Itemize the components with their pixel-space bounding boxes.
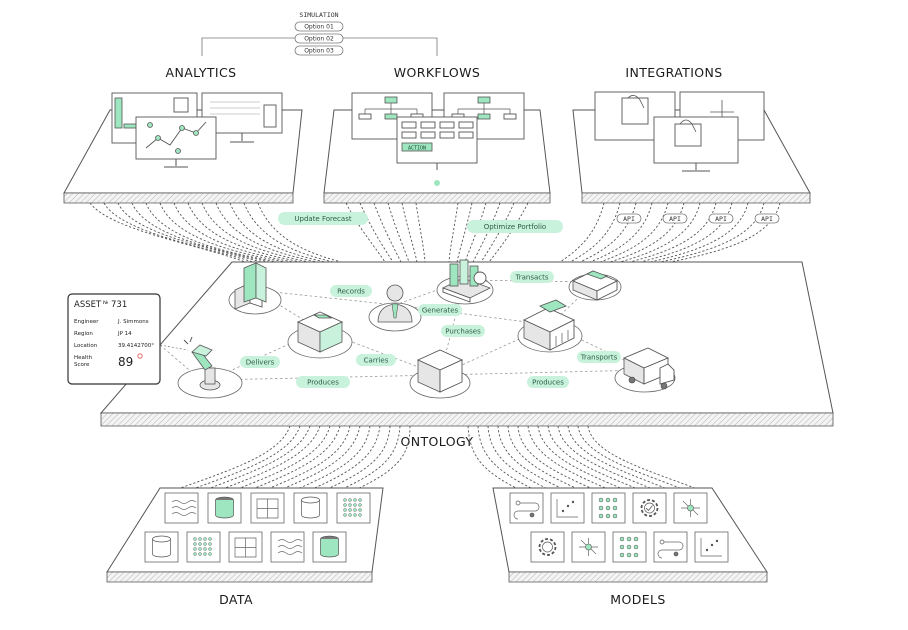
workflow-action-label: ACTION bbox=[408, 146, 426, 152]
svg-text:API: API bbox=[623, 215, 635, 223]
relation-produces-1[interactable]: Produces bbox=[296, 376, 350, 388]
model-tile-scatter-1[interactable] bbox=[550, 492, 585, 524]
robot-arm-icon bbox=[183, 336, 221, 391]
integrations-title: INTEGRATIONS bbox=[625, 65, 722, 80]
relation-delivers[interactable]: Delivers bbox=[240, 356, 280, 368]
model-tile-network-2[interactable] bbox=[612, 531, 647, 563]
asset-card[interactable]: ASSET № 731 Engineer J. Simmons Region J… bbox=[67, 293, 189, 385]
asset-number-prefix: № bbox=[103, 300, 109, 306]
wires-top bbox=[89, 202, 781, 263]
api-pill-3[interactable]: API bbox=[708, 213, 734, 224]
data-tile-cylinder-2[interactable] bbox=[144, 531, 179, 563]
asset-engineer-value: J. Simmons bbox=[117, 319, 149, 325]
data-tile-cylinder-1[interactable] bbox=[293, 492, 328, 524]
building-icon bbox=[234, 262, 267, 310]
update-forecast-tag[interactable]: Update Forecast bbox=[278, 212, 368, 225]
health-score-value: 89 bbox=[118, 355, 133, 369]
workflow-indicator-dot bbox=[434, 180, 440, 186]
asset-location-value: 39.4142700° bbox=[118, 343, 154, 349]
asset-card-pointer bbox=[159, 344, 189, 351]
svg-text:Produces: Produces bbox=[532, 379, 564, 387]
data-tile-waves-1[interactable] bbox=[164, 492, 199, 524]
svg-text:Delivers: Delivers bbox=[246, 359, 275, 367]
svg-text:Option 02: Option 02 bbox=[304, 36, 334, 43]
package-icon bbox=[416, 349, 464, 393]
data-tile-waves-2[interactable] bbox=[270, 531, 305, 563]
svg-text:API: API bbox=[761, 215, 773, 223]
data-title: DATA bbox=[219, 592, 253, 607]
svg-text:Option 01: Option 01 bbox=[304, 24, 334, 31]
health-label-line1: Health bbox=[74, 355, 93, 361]
ontology-title: ONTOLOGY bbox=[401, 434, 474, 449]
asset-location-label: Location bbox=[74, 343, 98, 349]
model-tile-pipeline-1[interactable] bbox=[509, 492, 544, 524]
svg-text:Records: Records bbox=[337, 288, 365, 296]
simulation-option-1[interactable]: Option 01 bbox=[294, 21, 344, 32]
workflows-monitors: ACTION bbox=[351, 92, 525, 186]
svg-text:Purchases: Purchases bbox=[445, 328, 481, 336]
data-tile-database-1[interactable] bbox=[207, 492, 242, 524]
svg-text:Optimize Portfolio: Optimize Portfolio bbox=[484, 223, 546, 231]
relation-transacts[interactable]: Transacts bbox=[510, 271, 554, 283]
model-tile-gear-1[interactable] bbox=[632, 492, 667, 524]
asset-title: ASSET bbox=[74, 300, 102, 310]
svg-text:Update Forecast: Update Forecast bbox=[294, 215, 351, 223]
relation-carries[interactable]: Carries bbox=[356, 354, 396, 366]
asset-region-label: Region bbox=[74, 331, 93, 337]
svg-text:Carries: Carries bbox=[364, 357, 389, 365]
model-tile-network-1[interactable] bbox=[591, 492, 626, 524]
relation-purchases[interactable]: Purchases bbox=[441, 325, 485, 337]
svg-text:Produces: Produces bbox=[307, 379, 339, 387]
simulation-group: SIMULATION Option 01 Option 02 Option 03 bbox=[201, 11, 438, 56]
person-icon bbox=[377, 284, 413, 323]
optimize-portfolio-tag[interactable]: Optimize Portfolio bbox=[467, 220, 563, 233]
data-tile-grid-2[interactable] bbox=[228, 531, 263, 563]
relation-transports[interactable]: Transports bbox=[577, 351, 621, 363]
api-pill-2[interactable]: API bbox=[662, 213, 688, 224]
wires-bottom bbox=[174, 425, 701, 491]
crate-icon bbox=[296, 311, 344, 353]
simulation-label: SIMULATION bbox=[299, 11, 338, 19]
data-tile-grid-1[interactable] bbox=[250, 492, 285, 524]
model-tile-hub-2[interactable] bbox=[571, 531, 606, 563]
asset-number: 731 bbox=[111, 300, 127, 310]
svg-text:Option 03: Option 03 bbox=[304, 48, 334, 55]
data-tile-dotmatrix-2[interactable] bbox=[186, 531, 221, 563]
model-tile-hub-1[interactable] bbox=[673, 492, 708, 524]
model-tile-pipeline-2[interactable] bbox=[653, 531, 688, 563]
api-pill-1[interactable]: API bbox=[616, 213, 642, 224]
truck-icon bbox=[622, 347, 675, 390]
svg-text:API: API bbox=[715, 215, 727, 223]
factory-tanks-icon bbox=[441, 259, 492, 303]
svg-text:Transacts: Transacts bbox=[514, 274, 548, 282]
models-title: MODELS bbox=[610, 592, 665, 607]
svg-text:API: API bbox=[669, 215, 681, 223]
svg-text:Transports: Transports bbox=[580, 354, 618, 362]
asset-region-value: JP 14 bbox=[117, 331, 132, 337]
data-tile-dotmatrix-1[interactable] bbox=[336, 492, 371, 524]
api-pill-4[interactable]: API bbox=[754, 213, 780, 224]
relation-records[interactable]: Records bbox=[330, 285, 372, 297]
analytics-monitors bbox=[111, 92, 283, 168]
relation-produces-2[interactable]: Produces bbox=[527, 376, 569, 388]
model-tile-scatter-2[interactable] bbox=[694, 531, 729, 563]
workflow-action-button[interactable] bbox=[401, 142, 433, 152]
svg-text:Generates: Generates bbox=[422, 307, 459, 315]
model-tile-gear-2[interactable] bbox=[530, 531, 565, 563]
data-tile-database-2[interactable] bbox=[312, 531, 347, 563]
health-label-line2: Score bbox=[74, 362, 90, 368]
money-stack-icon bbox=[571, 270, 619, 301]
integrations-monitors bbox=[594, 91, 765, 172]
asset-engineer-label: Engineer bbox=[74, 319, 99, 325]
simulation-connector bbox=[201, 37, 438, 56]
simulation-option-2[interactable]: Option 02 bbox=[294, 33, 344, 44]
warehouse-icon bbox=[522, 299, 576, 351]
workflows-title: WORKFLOWS bbox=[394, 65, 481, 80]
simulation-option-3[interactable]: Option 03 bbox=[294, 45, 344, 56]
analytics-title: ANALYTICS bbox=[166, 65, 237, 80]
relation-generates[interactable]: Generates bbox=[418, 304, 462, 316]
health-alert-icon bbox=[137, 353, 143, 359]
